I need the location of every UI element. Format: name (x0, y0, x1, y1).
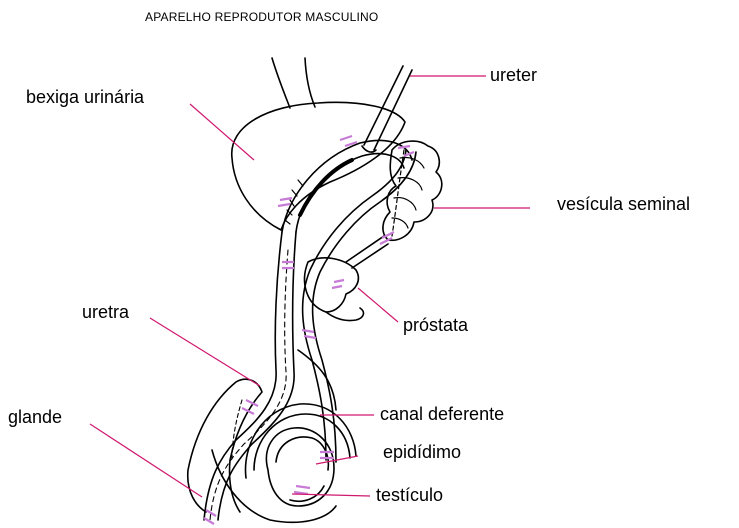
bladder-ligament-right (305, 58, 315, 107)
label-glande: glande (8, 408, 62, 426)
ejaculatory-duct (346, 236, 388, 268)
leader-testiculo (292, 494, 370, 496)
scrotum-outline (212, 350, 336, 522)
leader-uretra (150, 318, 260, 386)
seminal-vesicle-outline (383, 141, 442, 240)
label-ureter: ureter (490, 66, 537, 84)
label-prostata: próstata (403, 316, 468, 334)
label-uretra: uretra (82, 303, 129, 321)
bladder-ligament-left (272, 58, 290, 108)
epididymis-outline (276, 437, 328, 501)
leader-bexiga (190, 104, 254, 160)
leader-prostata (358, 288, 398, 322)
diagram-title: APARELHO REPRODUTOR MASCULINO (145, 10, 378, 24)
label-canal-deferente: canal deferente (380, 405, 504, 423)
label-vesicula-seminal: vesícula seminal (557, 195, 690, 213)
ureter-line-b (374, 70, 412, 150)
leader-glande (90, 424, 202, 497)
bladder-outline (232, 102, 405, 230)
label-testiculo: testículo (376, 486, 443, 504)
label-bexiga-urinaria: bexiga urinária (26, 88, 144, 106)
label-epididimo: epidídimo (383, 443, 461, 461)
